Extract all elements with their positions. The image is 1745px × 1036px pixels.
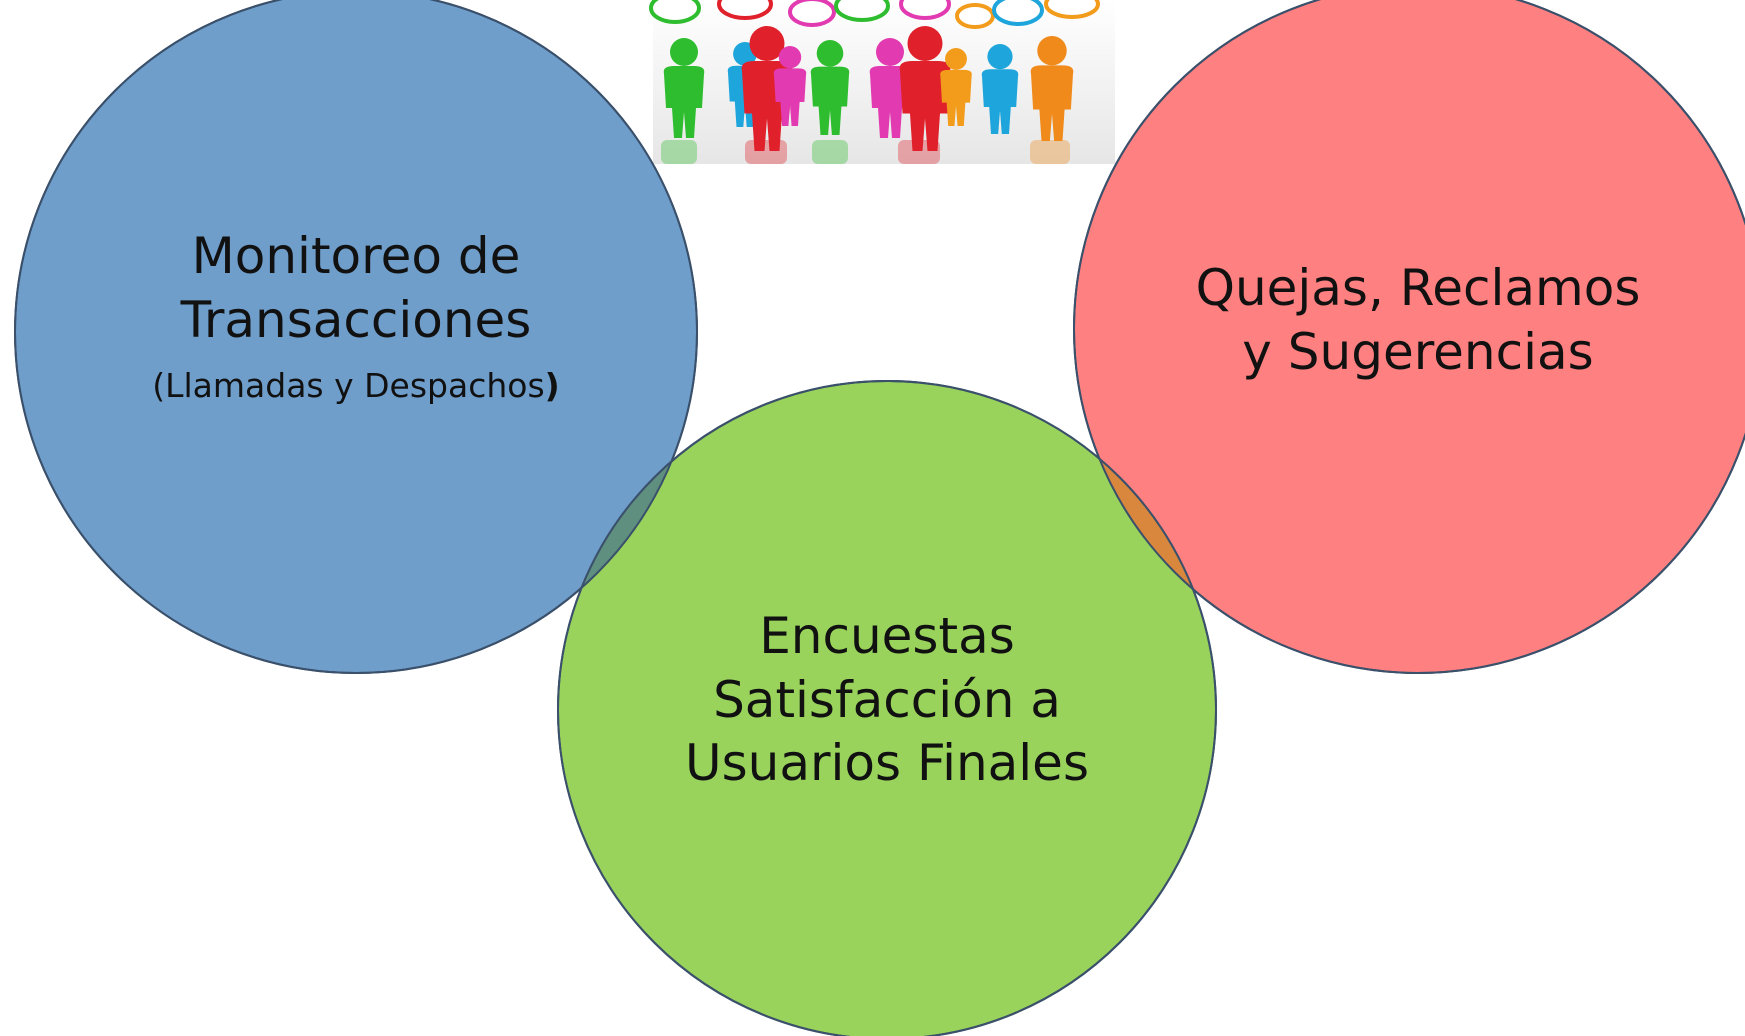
- monitoreo-subtitle: (Llamadas y Despachos): [152, 366, 560, 405]
- person-figure: [810, 40, 850, 135]
- monitoreo-label: Monitoreo de Transacciones (Llamadas y D…: [106, 225, 606, 406]
- people-figures: [663, 26, 1074, 151]
- people-speech-bubbles-illustration: [649, 0, 1115, 164]
- encuestas-label: Encuestas Satisfacción a Usuarios Finale…: [637, 605, 1137, 796]
- person-figure: [773, 46, 807, 126]
- quejas-label: Quejas, Reclamos y Sugerencias: [1148, 257, 1688, 384]
- person-figure: [899, 26, 951, 151]
- circle-outlines: [14, 0, 1745, 1036]
- quejas-title-line1: Quejas, Reclamos: [1195, 259, 1641, 317]
- encuestas-title-line3: Usuarios Finales: [684, 734, 1089, 792]
- monitoreo-title-line1: Monitoreo de: [191, 227, 521, 285]
- person-figure: [869, 38, 911, 138]
- monitoreo-title-line2: Transacciones: [180, 290, 532, 349]
- quejas-title-line2: y Sugerencias: [1242, 322, 1594, 381]
- person-figure: [940, 48, 972, 126]
- encuestas-title-line2: Satisfacción a: [713, 670, 1061, 729]
- person-figure: [663, 38, 705, 138]
- person-figure: [981, 44, 1019, 134]
- encuestas-title-line1: Encuestas: [759, 607, 1015, 665]
- person-figure: [1030, 36, 1074, 141]
- speech-bubbles: [649, 0, 1100, 29]
